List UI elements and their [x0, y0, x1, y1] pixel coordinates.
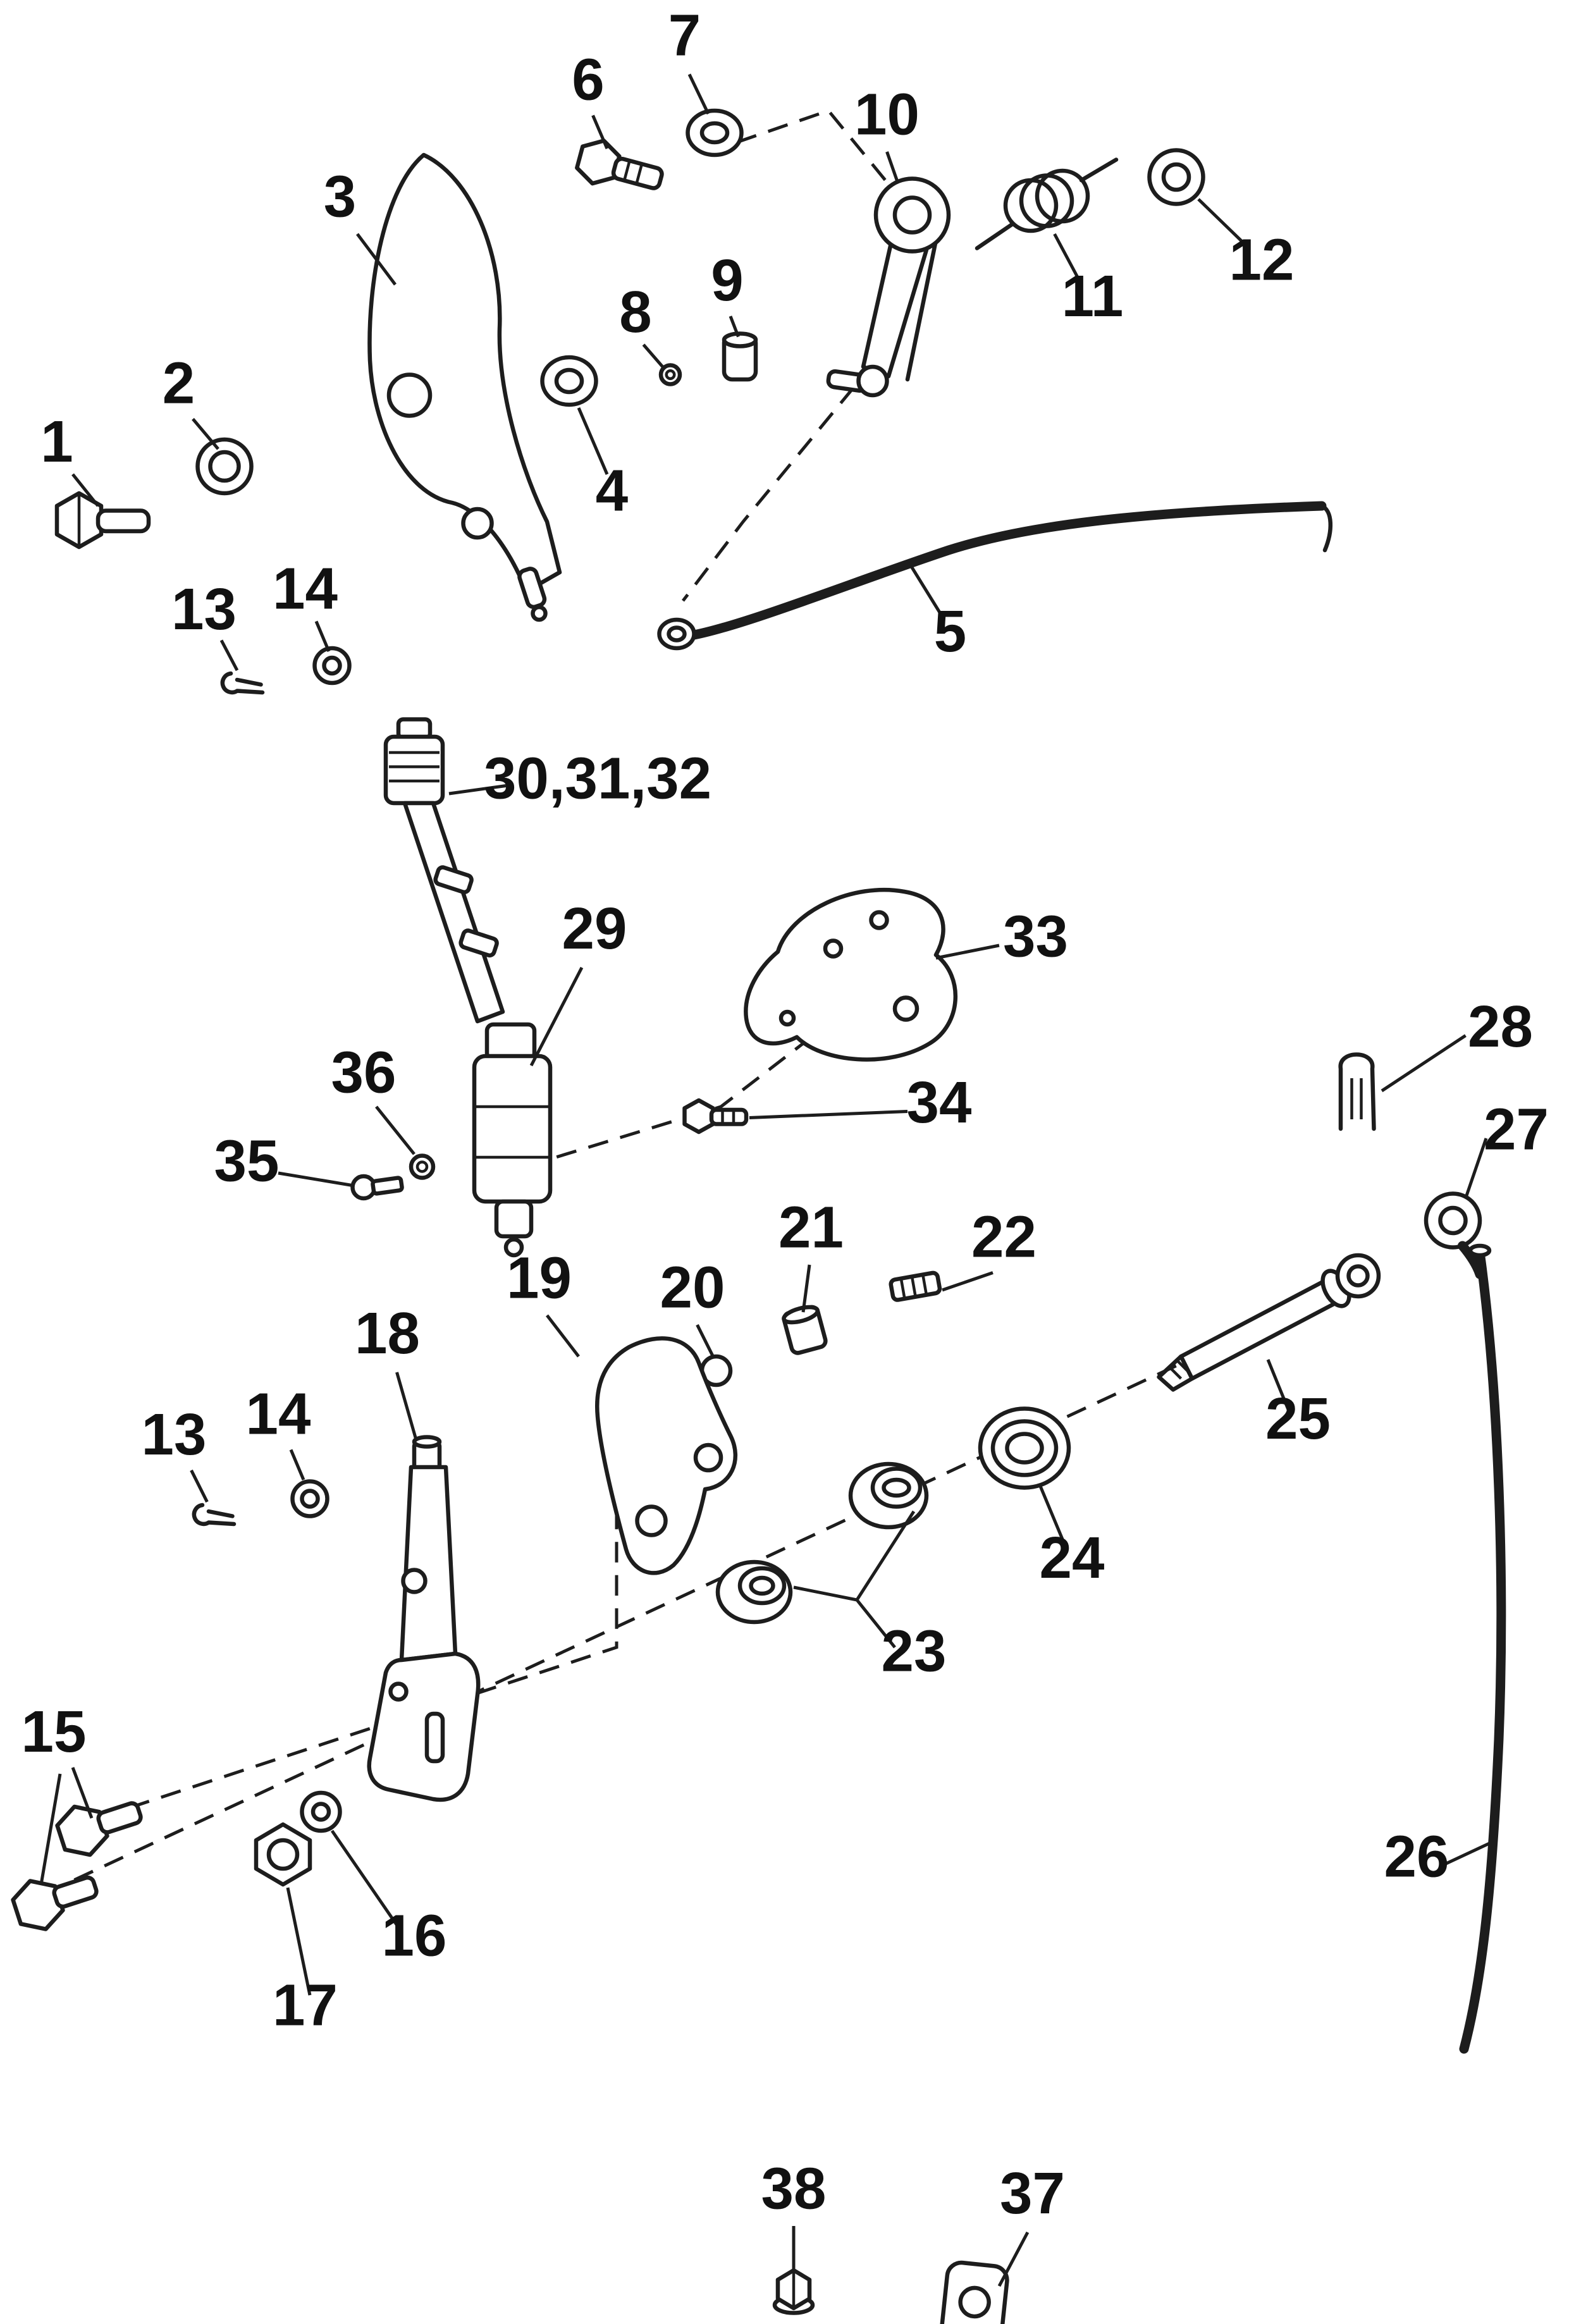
part-12-washer [1147, 148, 1205, 206]
part-5-shift-rod [657, 501, 1332, 651]
callout-25: 25 [1265, 1386, 1331, 1451]
part-1-hex-bolt [54, 491, 151, 550]
part-25-pivot-shaft [1157, 1253, 1381, 1392]
callout-20: 20 [660, 1255, 725, 1320]
part-18-lever-arm [367, 1435, 481, 1802]
callout-12: 12 [1229, 227, 1295, 293]
callout-29: 29 [562, 895, 627, 961]
callout-23: 23 [882, 1618, 947, 1684]
part-7-washer [686, 108, 744, 157]
dashed-axis-bolt15-to-bracket19 [97, 1486, 618, 1820]
callout-14-lower: 14 [246, 1381, 311, 1447]
callout-21: 21 [778, 1195, 844, 1260]
part-16-washer [300, 1790, 342, 1833]
callout-labels: 1 2 3 4 5 6 7 8 9 10 11 12 13 14 30,31,3… [22, 3, 1549, 2227]
part-14-washer-lower [290, 1479, 329, 1518]
part-37-anchor-plate [935, 2260, 1009, 2324]
part-19-cam-bracket [595, 1336, 738, 1575]
callout-28: 28 [1468, 993, 1533, 1059]
callout-7: 7 [668, 3, 701, 68]
callout-19: 19 [507, 1245, 572, 1311]
callout-1: 1 [40, 409, 73, 474]
dashed-axis-link10-to-rod5 [682, 386, 855, 602]
part-3-bracket [367, 152, 562, 622]
part-27-rod-end-eyelet [1424, 1191, 1485, 1279]
callout-10: 10 [854, 82, 920, 147]
callout-15: 15 [22, 1699, 87, 1764]
part-23-grommet-upper [848, 1461, 929, 1530]
callout-16: 16 [382, 1903, 447, 1969]
part-26-long-link-rod [1459, 1243, 1506, 2054]
part-15-hex-bolt-upper [55, 1801, 143, 1857]
part-24-bushing-seal [978, 1406, 1071, 1490]
part-23-grommet-lower [715, 1559, 793, 1625]
part-17-hex-nut [254, 1822, 312, 1887]
callout-9: 9 [711, 247, 743, 313]
part-6-hex-bolt [575, 138, 664, 190]
callout-8: 8 [619, 279, 651, 345]
callout-14-upper: 14 [273, 556, 338, 622]
callout-36: 36 [331, 1040, 397, 1105]
callout-30-31-32: 30,31,32 [484, 746, 711, 811]
callout-18: 18 [355, 1300, 420, 1366]
callout-38: 38 [761, 2156, 827, 2222]
assembly-axis-dashed-lines [43, 109, 1184, 1896]
part-11-torsion-spring [975, 157, 1119, 250]
part-28-spring-clip [1338, 1052, 1376, 1131]
callout-35: 35 [214, 1128, 280, 1194]
part-38-flange-bolt [772, 2268, 815, 2315]
callout-11: 11 [1062, 263, 1124, 329]
part-30-31-32-cable-end-assembly [383, 717, 505, 1024]
callout-13-upper: 13 [171, 576, 237, 642]
part-2-oring [195, 437, 254, 496]
part-13-cotter-pin-lower [192, 1503, 237, 1527]
callout-37: 37 [1000, 2160, 1065, 2226]
callout-13-lower: 13 [142, 1401, 207, 1467]
callout-34: 34 [907, 1069, 972, 1135]
callout-leader-lines [39, 73, 1491, 2287]
part-33-mount-plate [744, 887, 957, 1062]
part-10-link-lever [826, 176, 951, 398]
callout-33: 33 [1003, 904, 1068, 969]
callout-17: 17 [273, 1972, 338, 2038]
callout-26: 26 [1384, 1824, 1449, 1890]
part-8-ball [658, 363, 682, 386]
callout-24: 24 [1040, 1525, 1105, 1590]
callout-27: 27 [1484, 1097, 1549, 1162]
callout-5: 5 [934, 598, 966, 664]
part-4-washer [540, 355, 598, 407]
callout-6: 6 [572, 47, 604, 113]
callout-3: 3 [324, 164, 356, 230]
callout-4: 4 [596, 458, 628, 524]
part-35-screw [350, 1174, 404, 1201]
part-36-washer [409, 1153, 436, 1180]
part-14-washer-upper [312, 646, 352, 686]
part-21-bushing [782, 1305, 828, 1355]
callout-22: 22 [971, 1204, 1037, 1270]
part-22-set-screw [889, 1270, 942, 1302]
callout-2: 2 [163, 350, 195, 416]
part-34-hex-bolt [682, 1098, 749, 1134]
part-9-spacer [722, 331, 758, 382]
part-15-hex-bolt-lower [11, 1875, 99, 1931]
part-13-cotter-pin-upper [220, 671, 265, 695]
part-29-actuator-body [472, 1022, 553, 1258]
